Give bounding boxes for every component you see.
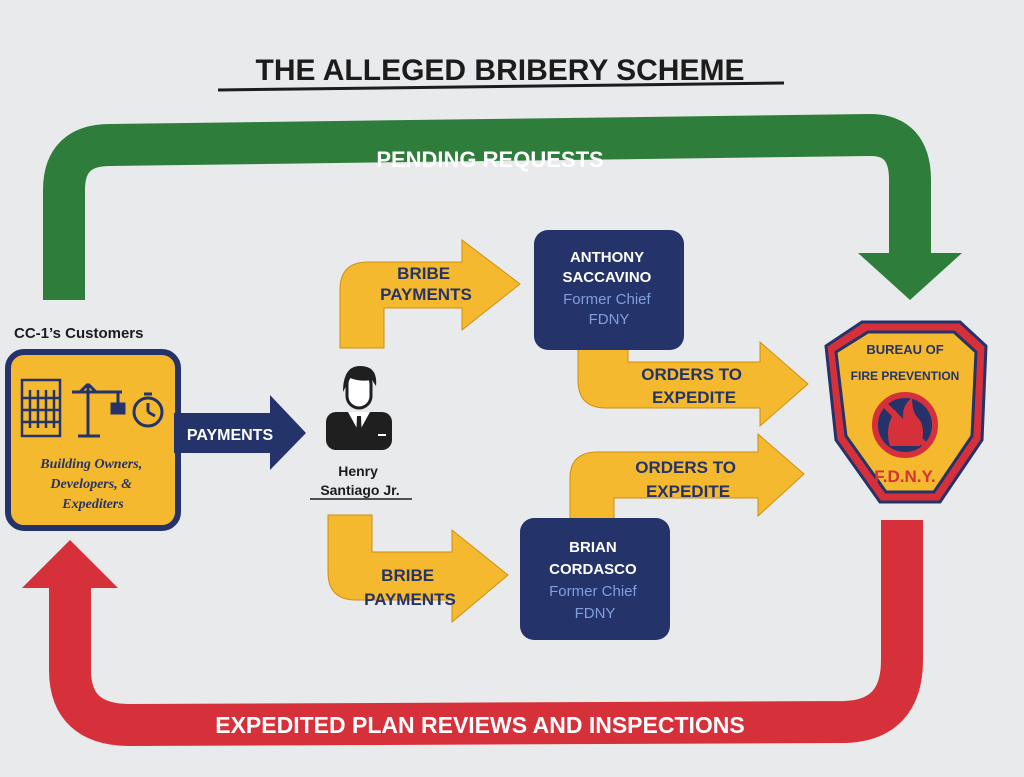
customers-line-2: Developers, & [49, 477, 132, 492]
saccavino-name-2: SACCAVINO [562, 269, 651, 286]
saccavino-role-1: Former Chief [563, 291, 651, 308]
cordasco-role-1: Former Chief [549, 583, 637, 600]
expedited-reviews-label: EXPEDITED PLAN REVIEWS AND INSPECTIONS [215, 712, 745, 738]
orders-lower-line-1: ORDERS TO [635, 458, 736, 477]
customers-heading: CC-1’s Customers [14, 325, 143, 342]
svg-text:BRIBE PAYMENTS: BRIBE PAYMENTS [364, 566, 456, 609]
orders-upper-line-1: ORDERS TO [641, 365, 742, 384]
pending-requests-arrow: PENDING REQUESTS [43, 114, 962, 300]
crane-icon [72, 382, 126, 438]
diagram-title: THE ALLEGED BRIBERY SCHEME [256, 54, 745, 87]
official-box-saccavino: ANTHONY SACCAVINO Former Chief FDNY [534, 230, 684, 350]
stopwatch-icon [132, 392, 164, 428]
bribe-upper-line-1: BRIBE [397, 264, 450, 283]
middleman-name-2: Santiago Jr. [320, 482, 399, 498]
bribe-payments-upper-arrow: BRIBE PAYMENTS [339, 238, 521, 349]
saccavino-role-2: FDNY [589, 311, 630, 328]
person-icon [326, 366, 392, 450]
bribe-lower-line-2: PAYMENTS [364, 590, 456, 609]
bribe-payments-lower-arrow: BRIBE PAYMENTS [327, 514, 509, 624]
payments-label: PAYMENTS [187, 427, 274, 444]
fdny-badge: BUREAU OF FIRE PREVENTION F.D.N.Y. [824, 320, 988, 504]
orders-lower-arrow: ORDERS TO EXPEDITE [569, 432, 805, 521]
bribe-upper-line-2: PAYMENTS [380, 285, 472, 304]
expedited-reviews-arrow: EXPEDITED PLAN REVIEWS AND INSPECTIONS [22, 520, 923, 746]
cordasco-name-1: BRIAN [569, 539, 617, 556]
svg-text:BRIAN CORDASCO For: BRIAN CORDASCO Former Chief FDNY [549, 539, 641, 622]
orders-lower-line-2: EXPEDITE [646, 482, 730, 501]
cordasco-name-2: CORDASCO [549, 561, 637, 578]
svg-text:ANTHONY SACCAVINO: ANTHONY SACCAVINO Former Chief FDNY [562, 249, 655, 328]
payments-arrow: PAYMENTS [174, 395, 306, 470]
svg-text:ORDERS TO EXPEDITE: ORDERS TO EXPEDITE [641, 365, 747, 407]
badge-line-2: FIRE PREVENTION [851, 369, 960, 383]
svg-text:ORDERS TO EXPEDITE: ORDERS TO EXPEDITE [635, 458, 741, 501]
customers-line-1: Building Owners, [39, 457, 142, 472]
svg-text:Henry Santiago Jr.: Henry Santiago Jr. [320, 463, 399, 498]
badge-line-1: BUREAU OF [866, 342, 943, 357]
customers-line-3: Expediters [61, 497, 124, 512]
orders-upper-arrow: ORDERS TO EXPEDITE [577, 340, 809, 428]
svg-text:Building Owners, Develop: Building Owners, Developers, & Expediter… [39, 457, 145, 512]
official-box-cordasco: BRIAN CORDASCO Former Chief FDNY [520, 518, 670, 640]
saccavino-name-1: ANTHONY [570, 249, 644, 266]
building-icon [20, 378, 62, 438]
badge-fdny: F.D.N.Y. [874, 467, 935, 486]
cordasco-role-2: FDNY [575, 605, 616, 622]
svg-text:BRIBE PAYMENTS: BRIBE PAYMENTS [380, 264, 472, 304]
pending-requests-label: PENDING REQUESTS [376, 147, 603, 172]
fire-prohibited-icon [872, 392, 938, 458]
orders-upper-line-2: EXPEDITE [652, 388, 736, 407]
bribe-lower-line-1: BRIBE [381, 566, 434, 585]
middleman-name-1: Henry [338, 463, 378, 479]
title-underline [217, 81, 785, 92]
customers-box: Building Owners, Developers, & Expediter… [5, 349, 181, 531]
